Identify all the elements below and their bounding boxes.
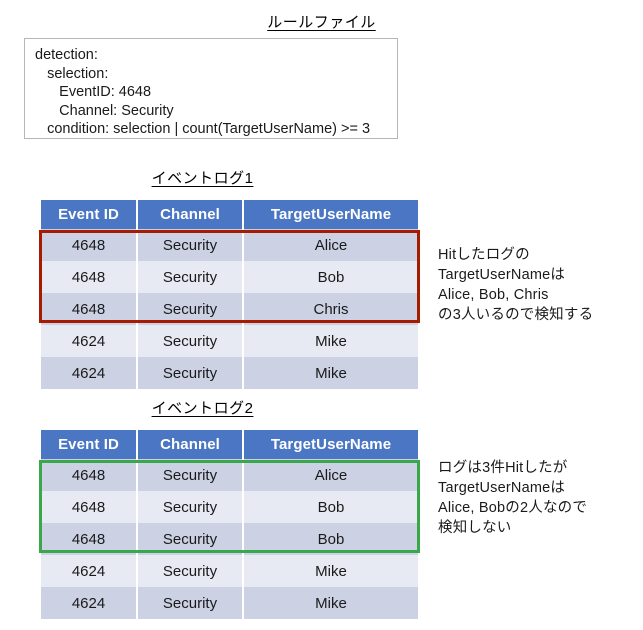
annotation-log-2: ログは3件Hitしたが TargetUserNameは Alice, Bobの2…	[438, 460, 588, 536]
table-header-row: Event ID Channel TargetUserName	[41, 200, 418, 229]
table-header-row: Event ID Channel TargetUserName	[41, 430, 418, 459]
event-log-1-table: Event ID Channel TargetUserName 4648 Sec…	[41, 200, 418, 389]
cell-targetusername: Chris	[242, 293, 418, 325]
table-row: 4648 Security Chris	[41, 293, 418, 325]
rule-file-box: detection: selection: EventID: 4648 Chan…	[24, 38, 398, 139]
column-header-event-id: Event ID	[41, 430, 138, 459]
cell-targetusername: Mike	[242, 555, 418, 587]
cell-event-id: 4648	[41, 459, 138, 491]
cell-channel: Security	[136, 229, 244, 261]
cell-channel: Security	[136, 325, 244, 357]
column-header-channel: Channel	[136, 200, 244, 229]
cell-event-id: 4648	[41, 523, 138, 555]
cell-channel: Security	[136, 491, 244, 523]
cell-event-id: 4648	[41, 293, 138, 325]
cell-event-id: 4648	[41, 261, 138, 293]
cell-targetusername: Mike	[242, 587, 418, 619]
cell-channel: Security	[136, 523, 244, 555]
cell-event-id: 4624	[41, 325, 138, 357]
cell-targetusername: Bob	[242, 261, 418, 293]
cell-targetusername: Bob	[242, 523, 418, 555]
rule-line-condition: condition: selection | count(TargetUserN…	[35, 121, 371, 137]
table-row: 4648 Security Alice	[41, 229, 418, 261]
cell-event-id: 4648	[41, 229, 138, 261]
rule-line-detection: detection:	[35, 47, 98, 63]
cell-event-id: 4648	[41, 491, 138, 523]
column-header-targetusername: TargetUserName	[242, 430, 418, 459]
cell-channel: Security	[136, 293, 244, 325]
event-log-2-table: Event ID Channel TargetUserName 4648 Sec…	[41, 430, 418, 619]
cell-channel: Security	[136, 357, 244, 389]
table-row: 4624 Security Mike	[41, 555, 418, 587]
annotation-log-1: Hitしたログの TargetUserNameは Alice, Bob, Chr…	[438, 247, 594, 323]
column-header-channel: Channel	[136, 430, 244, 459]
cell-targetusername: Mike	[242, 325, 418, 357]
event-log-1-title: イベントログ1	[151, 170, 254, 187]
cell-event-id: 4624	[41, 357, 138, 389]
cell-event-id: 4624	[41, 555, 138, 587]
rule-file-title: ルールファイル	[267, 14, 376, 31]
rule-line-channel: Channel: Security	[35, 102, 174, 119]
cell-channel: Security	[136, 459, 244, 491]
table-row: 4648 Security Alice	[41, 459, 418, 491]
table-row: 4624 Security Mike	[41, 587, 418, 619]
cell-channel: Security	[136, 555, 244, 587]
table-row: 4648 Security Bob	[41, 523, 418, 555]
table-row: 4624 Security Mike	[41, 357, 418, 389]
cell-event-id: 4624	[41, 587, 138, 619]
cell-targetusername: Mike	[242, 357, 418, 389]
column-header-targetusername: TargetUserName	[242, 200, 418, 229]
cell-channel: Security	[136, 587, 244, 619]
cell-targetusername: Alice	[242, 229, 418, 261]
table-row: 4648 Security Bob	[41, 491, 418, 523]
rule-line-selection: selection:	[35, 65, 109, 82]
cell-channel: Security	[136, 261, 244, 293]
table-row: 4624 Security Mike	[41, 325, 418, 357]
event-log-2-title: イベントログ2	[151, 400, 254, 417]
cell-targetusername: Alice	[242, 459, 418, 491]
cell-targetusername: Bob	[242, 491, 418, 523]
rule-line-eventid: EventID: 4648	[35, 84, 152, 100]
table-row: 4648 Security Bob	[41, 261, 418, 293]
column-header-event-id: Event ID	[41, 200, 138, 229]
